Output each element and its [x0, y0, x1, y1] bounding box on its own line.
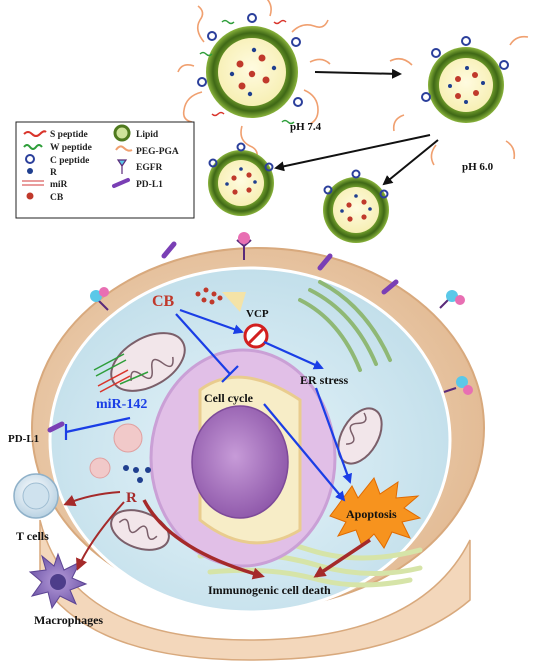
top-arrows — [274, 68, 439, 186]
label-cb: CB — [152, 293, 175, 310]
label-t-cells: T cells — [16, 529, 49, 543]
c-peptide-rings — [197, 13, 303, 107]
golgi-apparatus — [298, 280, 392, 372]
label-ph60: pH 6.0 — [462, 161, 494, 173]
macrophage — [28, 552, 88, 610]
label-ph74: pH 7.4 — [290, 121, 322, 133]
immune-arrows — [63, 491, 371, 580]
apoptosis-burst — [329, 477, 422, 549]
label-immunogenic-cell-death: Immunogenic cell death — [208, 583, 331, 597]
s-peptide-icon — [23, 130, 47, 137]
egfr-icon — [116, 159, 128, 174]
nanoparticle-bound-2 — [323, 169, 389, 243]
svg-text:R: R — [50, 168, 57, 178]
w-peptide-marks — [199, 19, 295, 125]
cb-icon — [26, 192, 34, 200]
peg-pga-chains — [177, 0, 331, 161]
nucleolus — [191, 405, 289, 519]
svg-text:CB: CB — [50, 193, 64, 203]
label-macrophages: Macrophages — [34, 613, 103, 627]
label-r: R — [126, 490, 137, 506]
t-cell — [13, 473, 59, 519]
r-icon — [27, 168, 33, 174]
pathway-arrows — [64, 308, 352, 502]
cb-molecules — [195, 287, 223, 305]
label-mir-142: miR-142 — [96, 397, 147, 412]
nanoparticle-ph60 — [389, 35, 529, 166]
label-pd-l1: PD-L1 — [8, 433, 39, 445]
membrane-cutaway — [39, 519, 471, 661]
mir-strands — [93, 353, 149, 393]
label-apoptosis: Apoptosis — [346, 507, 397, 521]
svg-text:miR: miR — [50, 180, 68, 190]
r-dots — [229, 47, 277, 97]
pd-l1-icon — [112, 178, 130, 188]
svg-text:Lipid: Lipid — [136, 130, 159, 140]
label-er-stress: ER stress — [300, 373, 348, 387]
w-peptide-icon — [23, 144, 43, 150]
r-molecules — [123, 465, 151, 483]
svg-text:EGFR: EGFR — [136, 163, 163, 173]
mitochondrion-3 — [110, 509, 170, 551]
released-peg-chains — [389, 35, 529, 166]
c-peptide-icon — [25, 154, 35, 164]
pd-l1-receptors — [47, 241, 399, 433]
vesicle — [113, 423, 143, 453]
legend: S peptide W peptide C peptide R miR CB L… — [15, 121, 195, 219]
svg-text:C peptide: C peptide — [50, 156, 89, 166]
endosome-tail — [222, 292, 246, 312]
egfr-receptors — [90, 232, 473, 395]
vesicle — [89, 457, 111, 479]
nanoparticle-bound-1 — [208, 142, 274, 216]
lipid-icon — [113, 124, 131, 142]
svg-text:S peptide: S peptide — [50, 130, 88, 140]
cb-dots — [236, 54, 270, 90]
label-vcp: VCP — [246, 308, 269, 320]
mir-icon — [22, 180, 44, 186]
svg-text:PEG-PGA: PEG-PGA — [136, 147, 179, 157]
mitochondrion-2 — [337, 407, 383, 465]
label-cell-cycle: Cell cycle — [204, 391, 254, 405]
s-peptide-marks — [211, 19, 287, 117]
nanoparticle-ph74 — [177, 0, 331, 161]
svg-text:W peptide: W peptide — [50, 143, 92, 153]
svg-text:PD-L1: PD-L1 — [136, 180, 163, 190]
peg-pga-icon — [115, 145, 133, 152]
vcp-inhibited-icon — [243, 323, 269, 349]
